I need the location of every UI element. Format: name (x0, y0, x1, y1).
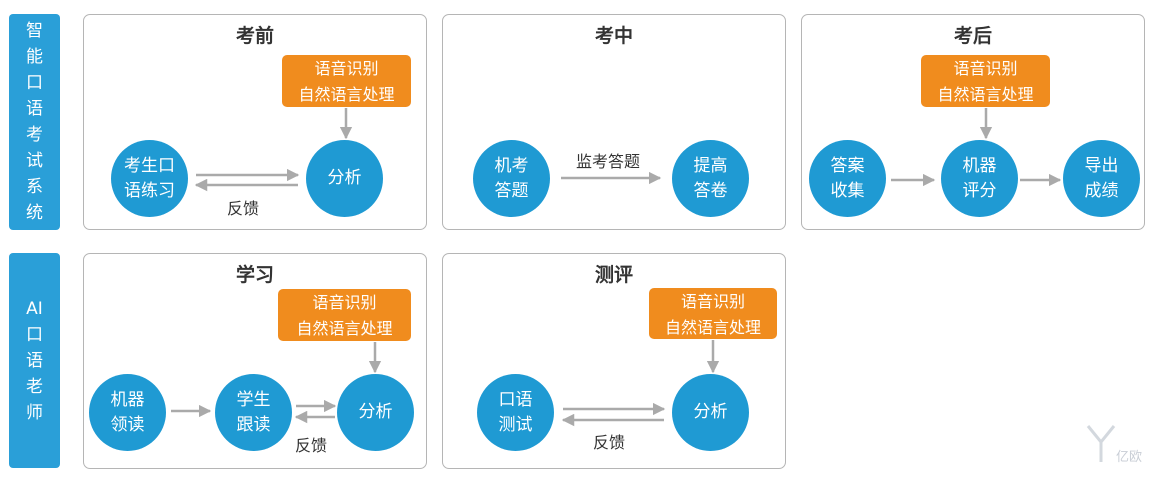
node-analysis: 分析 (306, 140, 383, 217)
node-machine-lead-read: 机器 领读 (89, 374, 166, 451)
node-analysis: 分析 (672, 374, 749, 451)
feedback-label: 反馈 (227, 199, 260, 218)
panel-title: 测评 (594, 264, 633, 286)
node-answer-collection: 答案 收集 (809, 140, 886, 217)
node-oral-practice: 考生口 语练习 (111, 140, 188, 217)
side-label-system: 智 能 口 语 考 试 系 统 (9, 14, 60, 230)
side-label-teacher: AI 口 语 老 师 (9, 253, 60, 468)
nlp-box: 语音识别 自然语言处理 (649, 288, 777, 339)
y-logo-icon (1086, 425, 1116, 462)
panel-title: 考中 (594, 25, 633, 47)
panel-title: 考前 (235, 25, 274, 47)
edge-label-proctor: 监考答题 (576, 152, 641, 171)
node-export-scores: 导出 成绩 (1063, 140, 1140, 217)
panel-title: 考后 (953, 25, 992, 47)
nlp-box: 语音识别 自然语言处理 (282, 55, 411, 107)
node-analysis: 分析 (337, 374, 414, 451)
feedback-label: 反馈 (295, 436, 328, 455)
node-computer-exam: 机考 答题 (473, 140, 550, 217)
node-submit-paper: 提高 答卷 (672, 140, 749, 217)
nlp-box: 语音识别 自然语言处理 (278, 289, 411, 341)
watermark-logo: 亿欧 (1086, 424, 1152, 468)
node-machine-scoring: 机器 评分 (941, 140, 1018, 217)
node-oral-test: 口语 测试 (477, 374, 554, 451)
node-student-follow-read: 学生 跟读 (215, 374, 292, 451)
panel-title: 学习 (235, 264, 274, 286)
nlp-box: 语音识别 自然语言处理 (921, 55, 1050, 107)
feedback-label: 反馈 (593, 433, 626, 452)
